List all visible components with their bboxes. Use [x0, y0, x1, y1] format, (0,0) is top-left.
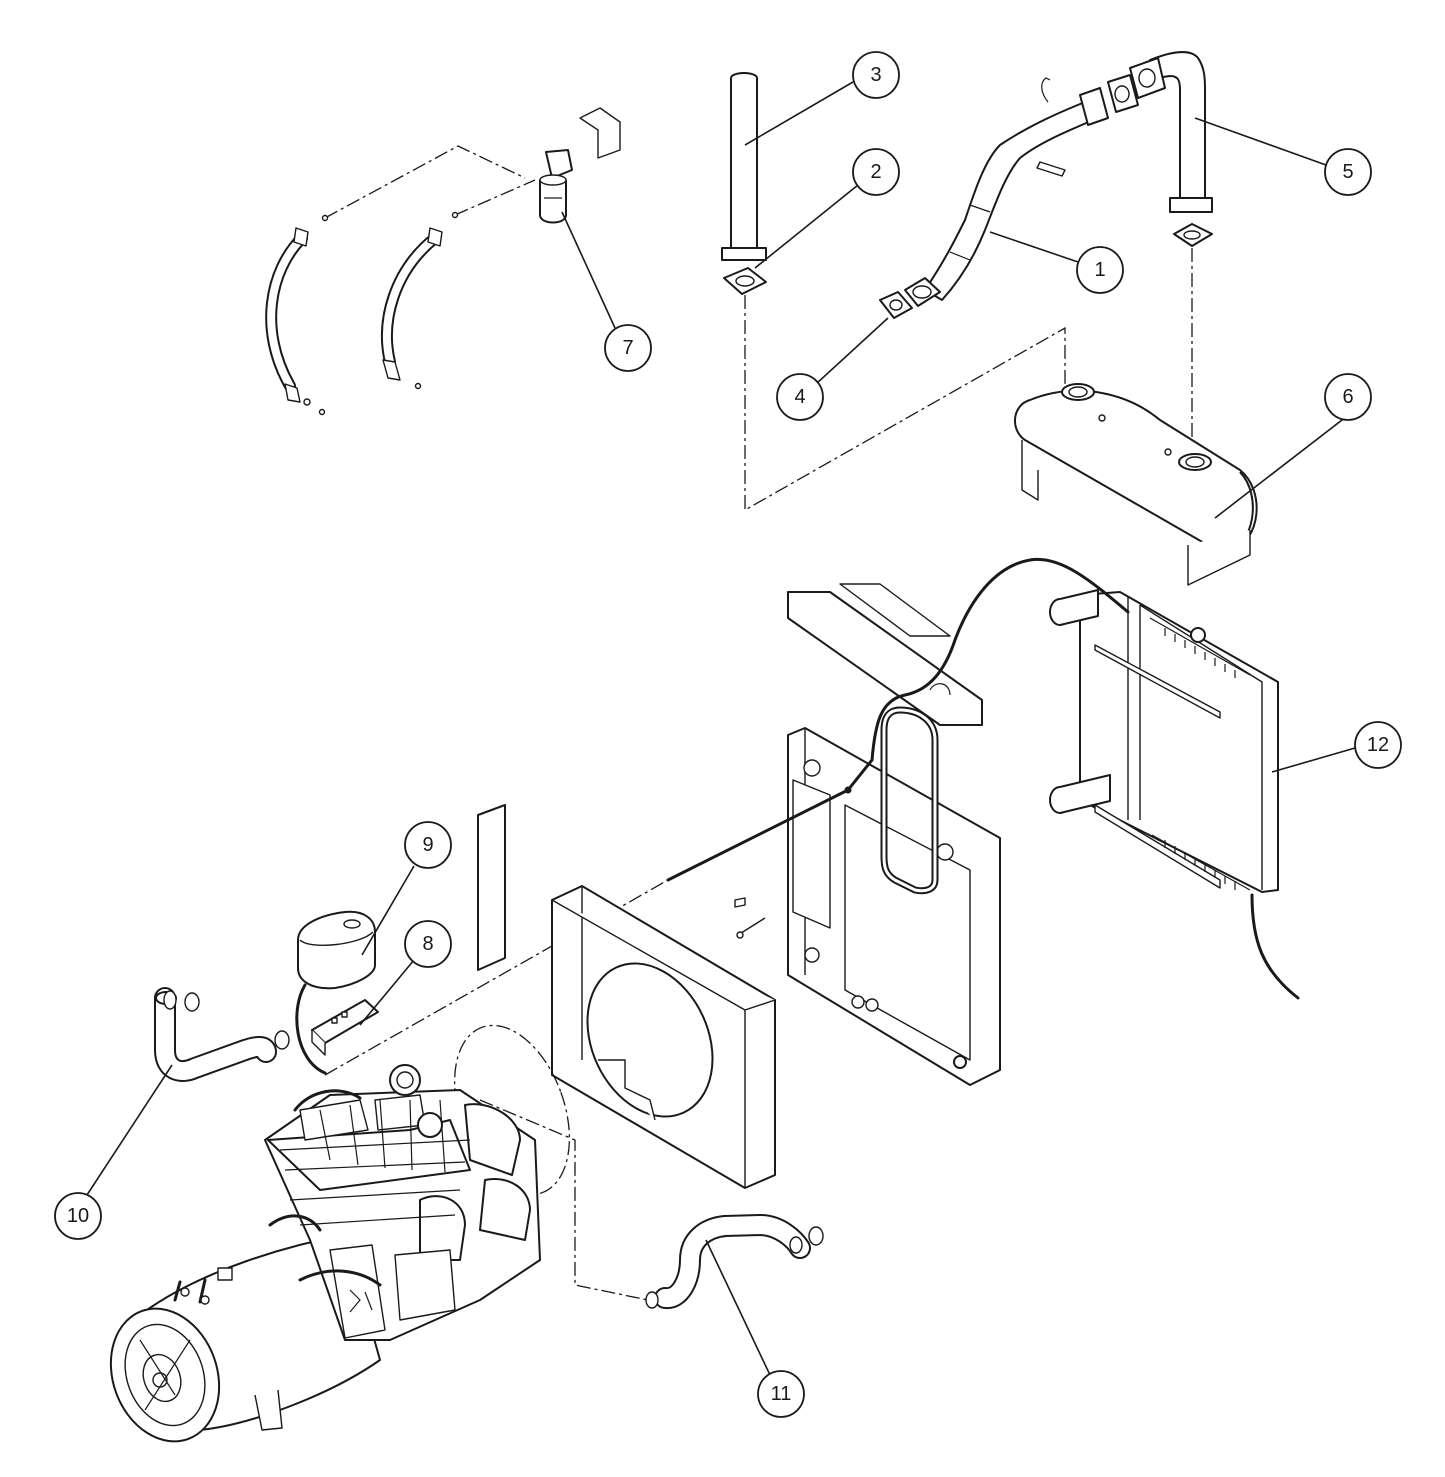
- fuel-hose-left: [265, 214, 329, 416]
- callout-9: 9: [404, 821, 452, 869]
- callout-4: 4: [776, 373, 824, 421]
- lower-hose-part-11: [645, 1213, 824, 1309]
- fan-shroud: [551, 885, 776, 1189]
- exhaust-pipe-part-1: [904, 74, 1139, 307]
- muffler-part-6: [1014, 383, 1258, 586]
- callout-6-label: 6: [1342, 386, 1353, 408]
- callout-6: 6: [1324, 373, 1372, 421]
- callout-3-label: 3: [870, 64, 881, 86]
- radiator-shroud-panel: [787, 706, 1001, 1086]
- leader-lines: [84, 81, 1356, 1376]
- callout-1-label: 1: [1094, 259, 1105, 281]
- callout-5-label: 5: [1342, 161, 1353, 183]
- gasket-part-2: [723, 267, 767, 295]
- callout-12-label: 12: [1367, 734, 1389, 756]
- callout-4-label: 4: [794, 386, 805, 408]
- engine-generator-assembly: [109, 1064, 541, 1443]
- radiator-part-12: [1049, 589, 1300, 1000]
- callout-10: 10: [54, 1192, 102, 1240]
- callout-8: 8: [404, 920, 452, 968]
- fuel-hose-right: [381, 211, 459, 390]
- shroud-bracket-top: [787, 583, 983, 726]
- fuel-filter-part-7: [539, 107, 621, 224]
- callout-7-label: 7: [622, 337, 633, 359]
- callout-11: 11: [757, 1370, 805, 1418]
- gasket-part-4: [879, 291, 913, 319]
- coolant-tank-part-9: [297, 910, 376, 990]
- callout-2-label: 2: [870, 161, 881, 183]
- callout-3: 3: [852, 51, 900, 99]
- upper-hose-part-10: [154, 987, 290, 1082]
- callout-12: 12: [1354, 721, 1402, 769]
- callout-5: 5: [1324, 148, 1372, 196]
- callout-10-label: 10: [67, 1205, 89, 1227]
- tank-bracket-part-8: [295, 983, 379, 1075]
- exhaust-stack-part-3: [721, 72, 767, 261]
- seal-strip: [477, 804, 506, 971]
- callout-11-label: 11: [771, 1383, 792, 1405]
- callout-9-label: 9: [422, 834, 433, 856]
- callout-2: 2: [852, 148, 900, 196]
- fan-ring: [453, 1024, 571, 1196]
- callout-7: 7: [604, 324, 652, 372]
- callout-8-label: 8: [422, 933, 433, 955]
- elbow-pipe-part-5: [1129, 51, 1213, 247]
- overflow-hose-route: [846, 557, 1130, 792]
- callout-1: 1: [1076, 246, 1124, 294]
